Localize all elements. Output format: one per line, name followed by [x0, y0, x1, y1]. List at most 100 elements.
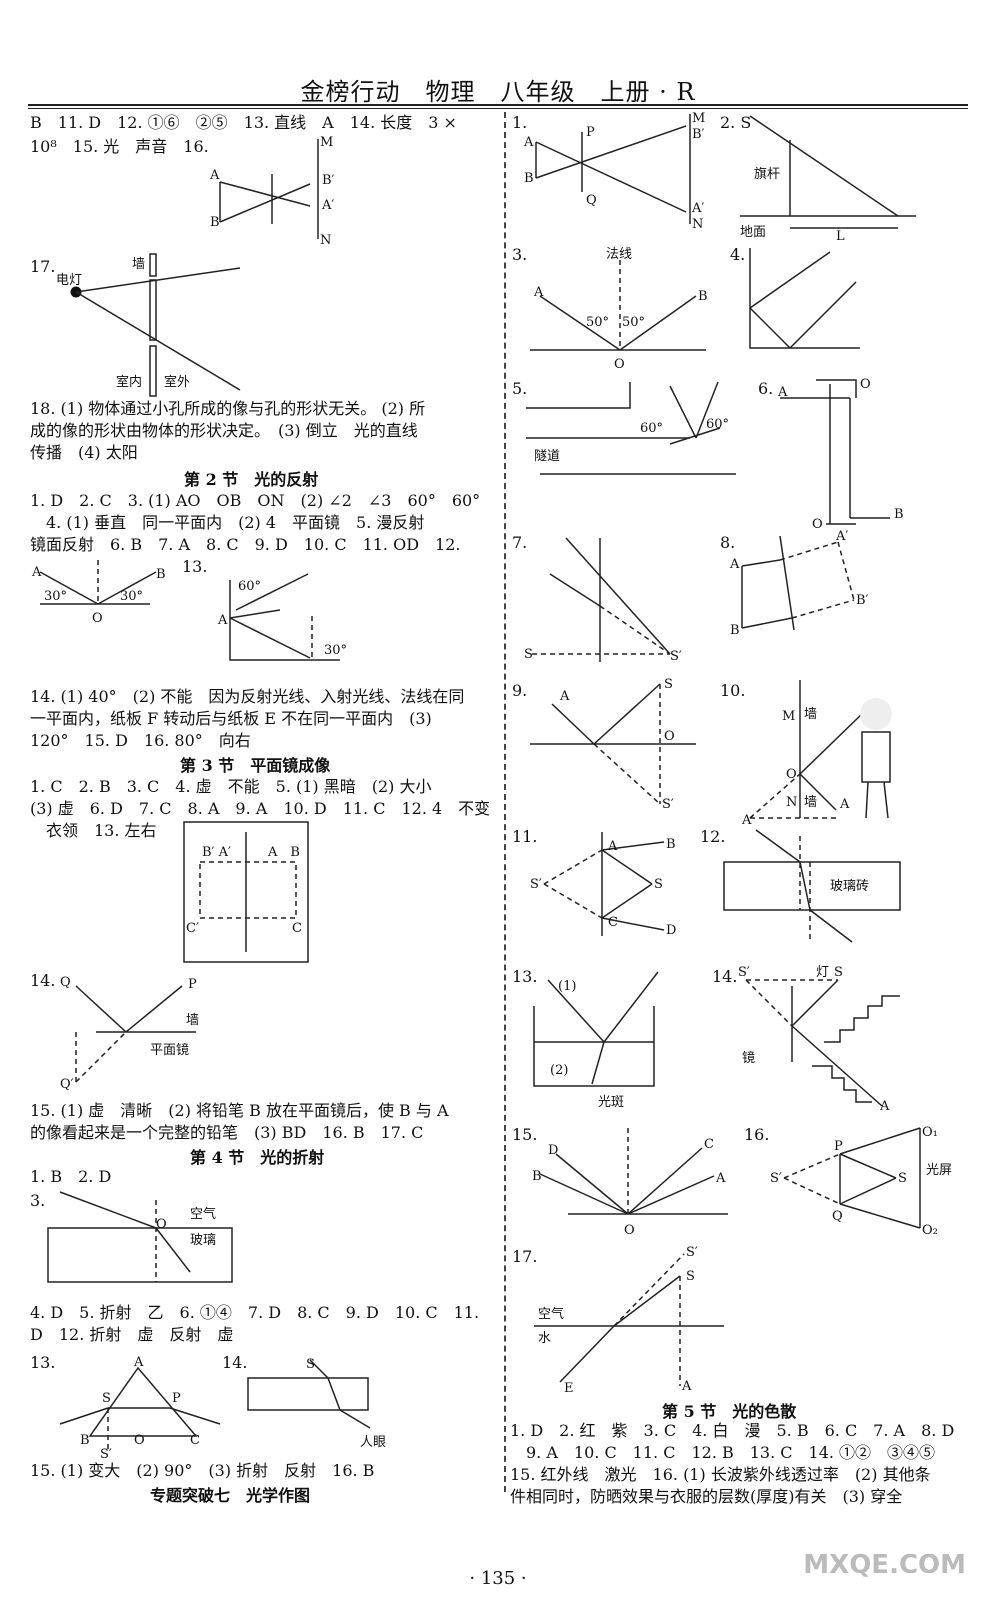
answer-line: 成的像的形状由物体的形状决定。 (3) 倒立 光的直线	[30, 421, 418, 440]
svg-text:C′: C′	[186, 921, 199, 936]
svg-text:S′: S′	[738, 965, 750, 980]
svg-text:S: S	[834, 965, 843, 980]
question-number: 10.	[720, 681, 746, 700]
question-number: 14.	[30, 971, 56, 990]
answer-line: 1. D 2. C 3. (1) AO OB ON (2) ∠2 ∠3 60° …	[30, 491, 481, 510]
answer-line: 14. (1) 40° (2) 不能 因为反射光线、入射光线、法线在同	[30, 687, 465, 706]
svg-text:B: B	[698, 289, 708, 304]
svg-text:A: A	[31, 565, 42, 580]
answer-line: 10⁸ 15. 光 声音 16.	[30, 137, 209, 156]
svg-text:光屏: 光屏	[926, 1163, 952, 1178]
diagram-water-17: 空气 水 S′S AE	[534, 1245, 724, 1396]
svg-text:50°: 50°	[622, 315, 645, 330]
svg-text:人眼: 人眼	[360, 1435, 386, 1450]
svg-text:O₁: O₁	[922, 1125, 938, 1140]
svg-text:P: P	[172, 1391, 181, 1406]
svg-text:60°: 60°	[640, 421, 663, 436]
question-number: 6.	[758, 379, 774, 398]
svg-text:L: L	[836, 229, 845, 244]
question-number: 15.	[512, 1125, 538, 1144]
svg-text:墙: 墙	[804, 795, 817, 810]
question-number: 13.	[512, 967, 538, 986]
section-title: 第 4 节 光的折射	[190, 1148, 325, 1167]
svg-text:O₂: O₂	[922, 1223, 938, 1238]
diagram-mirror-8: AB A′B′	[729, 529, 869, 638]
svg-text:A: A	[533, 285, 544, 300]
diagram-corner-mirror-13: 60° A 30°	[217, 573, 347, 661]
question-number: 14.	[712, 967, 738, 986]
svg-text:N: N	[786, 795, 797, 810]
svg-text:O: O	[134, 1433, 145, 1448]
svg-text:S: S	[524, 647, 533, 662]
answer-line: 15. (1) 虚 清晰 (2) 将铅笔 B 放在平面镜后，使 B 与 A	[30, 1101, 449, 1120]
svg-text:A: A	[133, 1355, 144, 1370]
svg-text:(1): (1)	[558, 979, 576, 994]
svg-text:A: A	[217, 613, 228, 628]
svg-text:M: M	[782, 709, 795, 724]
diagram-pinhole-1: AB PQ MB′ A′N	[523, 111, 705, 232]
svg-text:墙: 墙	[132, 257, 145, 272]
svg-text:S′: S′	[100, 1447, 112, 1462]
diagram-reflection-15: DB CA O	[532, 1128, 728, 1238]
svg-text:空气: 空气	[190, 1206, 216, 1222]
svg-text:A: A	[523, 135, 534, 150]
answer-line: 4. (1) 垂直 同一平面内 (2) 4 平面镜 5. 漫反射	[30, 513, 425, 532]
svg-text:N: N	[692, 217, 703, 232]
svg-text:法线: 法线	[606, 247, 632, 262]
svg-text:隧道: 隧道	[534, 448, 560, 464]
svg-text:30°: 30°	[44, 589, 67, 604]
svg-text:S′: S′	[670, 649, 682, 664]
svg-text:C: C	[704, 1137, 714, 1152]
svg-text:A′: A′	[835, 529, 848, 544]
svg-text:B: B	[666, 837, 676, 852]
diagram-mirror-7: S S′	[524, 537, 682, 664]
svg-text:A B: A B	[267, 845, 300, 860]
svg-text:室内: 室内	[116, 374, 142, 390]
column-divider	[504, 112, 506, 1492]
svg-text:O: O	[92, 611, 103, 626]
svg-text:地面: 地面	[740, 225, 766, 240]
question-number: 13.	[182, 557, 208, 576]
svg-text:B′: B′	[856, 593, 869, 608]
svg-text:C: C	[292, 921, 302, 936]
answer-line: 一平面内，纸板 F 转动后与纸板 E 不在同一平面内 (3)	[30, 709, 432, 728]
svg-text:A: A	[839, 797, 850, 812]
svg-text:S: S	[306, 1357, 315, 1372]
header-rule-thin	[28, 108, 968, 109]
svg-text:O: O	[624, 1223, 635, 1238]
svg-text:D: D	[548, 1143, 558, 1158]
answer-line: 镜面反射 6. B 7. A 8. C 9. D 10. C 11. OD 12…	[30, 535, 461, 554]
svg-text:A: A	[777, 385, 788, 400]
svg-text:B: B	[524, 171, 534, 186]
svg-text:P: P	[834, 1139, 843, 1154]
svg-text:玻璃砖: 玻璃砖	[830, 879, 869, 894]
answer-line: 衣领 13. 左右	[30, 821, 157, 840]
svg-text:A: A	[209, 168, 220, 183]
svg-text:旗杆: 旗杆	[754, 166, 780, 182]
answer-line: 4. D 5. 折射 乙 6. ①④ 7. D 8. C 9. D 10. C …	[30, 1303, 480, 1322]
svg-text:60°: 60°	[706, 417, 729, 432]
svg-text:A: A	[559, 689, 570, 704]
svg-text:S: S	[898, 1171, 907, 1186]
svg-text:B′: B′	[322, 173, 335, 188]
svg-text:P: P	[586, 125, 595, 140]
answer-line: 1. B 2. D	[30, 1167, 112, 1186]
question-number: 13.	[30, 1353, 56, 1372]
question-number: 12.	[700, 827, 726, 846]
svg-text:C: C	[608, 915, 618, 930]
svg-text:N: N	[320, 233, 331, 248]
svg-text:O: O	[614, 357, 625, 372]
answer-line: 的像看起来是一个完整的铅笔 (3) BD 16. B 17. C	[30, 1123, 424, 1142]
svg-text:S: S	[654, 877, 663, 892]
svg-text:M: M	[320, 135, 333, 150]
section-title: 第 2 节 光的反射	[184, 470, 319, 489]
svg-text:30°: 30°	[120, 589, 143, 604]
svg-text:M: M	[692, 111, 705, 126]
diagram-lamp-wall-17: 电灯 墙 室内 室外	[56, 253, 241, 397]
svg-text:P: P	[188, 977, 197, 992]
svg-text:A′: A′	[741, 813, 754, 828]
diagram-pinhole-16: AB MB′ A′N	[209, 135, 335, 248]
svg-text:A: A	[715, 1171, 726, 1186]
svg-text:A: A	[729, 557, 740, 572]
